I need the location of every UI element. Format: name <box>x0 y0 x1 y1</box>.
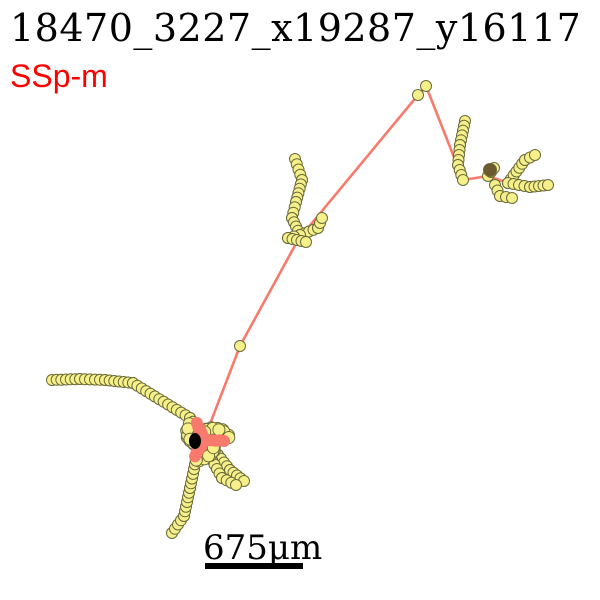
morphology-node <box>300 236 312 248</box>
morphology-node <box>483 163 497 177</box>
morphology-node <box>316 212 328 224</box>
morphology-node <box>412 89 424 101</box>
scale-bar <box>205 563 303 569</box>
morphology-node <box>529 149 541 161</box>
morphology-node <box>212 423 226 437</box>
neuron-id-title: 18470_3227_x19287_y16117 <box>10 6 582 50</box>
soma-node <box>194 424 207 436</box>
morphology-node <box>506 192 518 204</box>
brain-region-label: SSp-m <box>10 58 108 94</box>
scale-bar-label: 675μm <box>203 528 323 568</box>
morphology-node <box>542 179 554 191</box>
morphology-edges <box>51 84 549 534</box>
morphology-node <box>234 340 246 352</box>
morphology-node <box>230 479 242 491</box>
morphology-node <box>420 80 432 92</box>
morphology-node <box>457 174 469 186</box>
soma-marker <box>189 433 201 449</box>
morphology-nodes <box>46 80 554 539</box>
soma-cluster <box>189 416 230 463</box>
